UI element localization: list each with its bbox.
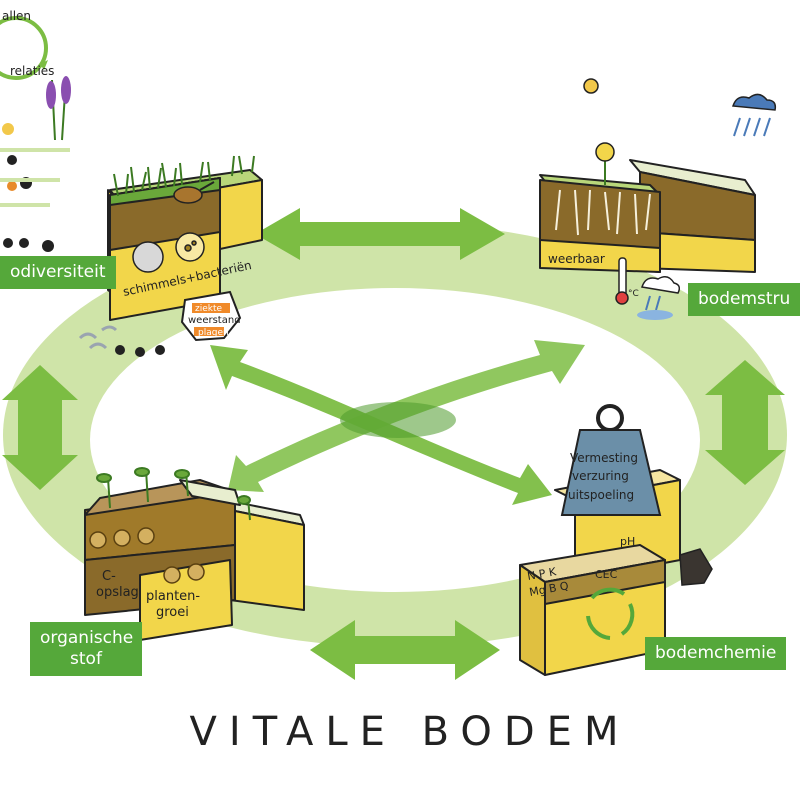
resilient-label: weerbaar — [548, 252, 605, 266]
lavender-icon — [46, 76, 71, 141]
manure-bag-icon — [679, 548, 713, 586]
carbon-circles-icon — [89, 527, 205, 584]
shield-line-2: weerstand — [188, 315, 241, 326]
sun-icon — [583, 78, 599, 94]
dandelion-icon — [595, 142, 615, 185]
soil-block-structure — [539, 159, 756, 273]
thermometer-icon — [615, 257, 629, 305]
cycle-top-text: allen — [2, 9, 31, 23]
recycle-icon — [586, 587, 635, 640]
weight-line-2: verzuring — [572, 469, 629, 483]
cycle-bottom-text: relaties — [10, 64, 54, 78]
nutrients-row-1: N P K — [526, 565, 558, 583]
label-biodiversity: odiversiteit — [0, 256, 116, 289]
label-structure: bodemstru — [688, 283, 800, 316]
grass-biodiversity — [113, 155, 255, 197]
weight-icon — [560, 404, 662, 516]
label-organic: organische stof — [30, 622, 142, 676]
food-pyramid-lines — [0, 148, 70, 207]
roots-icon — [555, 189, 651, 236]
microbe-circles-icon — [132, 232, 205, 273]
temp-unit: °C — [628, 289, 639, 299]
cec-label: CEC — [595, 568, 618, 581]
arrow-bottom — [310, 620, 500, 680]
bird-icon — [173, 181, 215, 204]
label-chemistry: bodemchemie — [645, 637, 787, 670]
insects-icon — [2, 123, 165, 357]
cycle-circle-icon — [0, 16, 48, 80]
cross-center — [340, 402, 456, 438]
shield-line-3: plagen — [198, 328, 229, 338]
organic-left-line-2: opslag — [96, 585, 139, 600]
small-cloud-icon — [637, 276, 681, 320]
organic-right-line-1: planten- — [146, 589, 200, 604]
shield-icon — [180, 290, 242, 342]
organic-right-line-2: groei — [156, 605, 189, 620]
organic-left-line-1: C- — [102, 569, 116, 584]
sprouts-icon — [96, 467, 251, 521]
ph-label: pH — [620, 535, 635, 548]
rain-cloud-icon — [731, 93, 777, 137]
worms-icon — [78, 325, 118, 350]
shield-line-1: ziekte — [195, 304, 223, 314]
weight-line-1: Vermesting — [570, 451, 638, 465]
weight-line-3: uitspoeling — [568, 488, 634, 502]
diagram-title: VITALE BODEM — [190, 709, 631, 755]
arrow-left — [2, 365, 78, 490]
arrow-right — [705, 360, 785, 485]
arrow-top — [255, 208, 505, 260]
